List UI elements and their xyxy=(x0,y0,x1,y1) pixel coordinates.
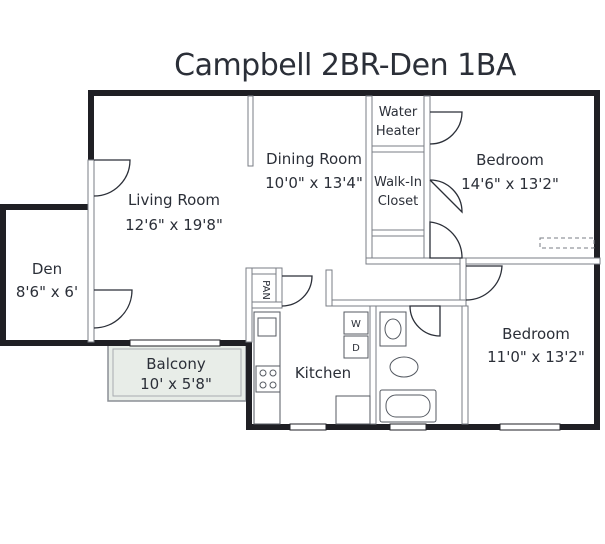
wall-heater-closet xyxy=(371,145,425,153)
closet-line2: Closet xyxy=(378,194,419,209)
wall-living-bottom xyxy=(0,340,252,346)
refrigerator xyxy=(335,395,371,425)
window-bedroom xyxy=(499,423,561,431)
dining-room-size: 10'0" x 13'4" xyxy=(265,174,363,192)
stove-burner xyxy=(269,369,277,377)
wall-top xyxy=(88,90,600,96)
wall-pantry-left xyxy=(245,267,253,343)
fixtures xyxy=(253,311,437,425)
balcony-area xyxy=(107,343,247,402)
door-den xyxy=(93,289,133,329)
balcony-name: Balcony xyxy=(146,355,206,373)
dining-room-name: Dining Room xyxy=(266,150,362,168)
dryer xyxy=(343,335,369,359)
wall-den-left xyxy=(0,204,6,346)
door-water-heater xyxy=(429,111,463,145)
wall-bedrooms xyxy=(365,257,601,265)
bedroom2-size: 11'0" x 13'2" xyxy=(487,348,585,366)
wall-den-living xyxy=(87,159,95,343)
water-heater-line2: Heater xyxy=(376,124,421,139)
stove xyxy=(255,365,281,393)
water-heater-line1: Water xyxy=(379,105,418,120)
balcony-railing xyxy=(112,348,242,397)
living-room-size: 12'6" x 19'8" xyxy=(125,216,223,234)
stove-burner xyxy=(259,381,267,389)
bedroom2-name: Bedroom xyxy=(502,325,570,343)
door-pantry xyxy=(281,275,313,307)
wall-hall-right xyxy=(459,257,467,305)
wall-bath-left xyxy=(369,305,377,425)
wall-hall-left xyxy=(325,269,333,307)
bath-sink xyxy=(384,318,402,340)
wall-living-left xyxy=(88,90,94,206)
room-labels: Living Room 12'6" x 19'8" Dining Room 10… xyxy=(16,105,585,382)
washer-label: W xyxy=(351,319,361,330)
den-name: Den xyxy=(32,260,62,278)
bedroom1-name: Bedroom xyxy=(476,151,544,169)
wall-closets-left xyxy=(365,95,373,261)
kitchen-sink xyxy=(257,317,277,337)
den-size: 8'6" x 6' xyxy=(16,283,78,301)
kitchen-name: Kitchen xyxy=(295,364,351,382)
toilet xyxy=(389,356,419,378)
door-den-living xyxy=(93,159,131,197)
closet-line1: Walk-In xyxy=(374,175,422,190)
living-room-name: Living Room xyxy=(128,191,220,209)
door-bath xyxy=(409,305,441,337)
wall-closet-bottom xyxy=(371,229,425,237)
bathtub-basin xyxy=(385,394,431,418)
wall-bath-top xyxy=(325,299,467,307)
window-bath xyxy=(389,423,427,431)
interior-walls xyxy=(87,95,601,425)
wall-den-top xyxy=(0,204,94,210)
pantry-label: PAN xyxy=(260,280,271,300)
balcony-size: 10' x 5'8" xyxy=(140,375,212,393)
stove-burner xyxy=(269,381,277,389)
door-bedroom1 xyxy=(429,221,463,259)
stove-burner xyxy=(259,369,267,377)
door-bedroom2 xyxy=(465,265,503,301)
plan-title: Campbell 2BR-Den 1BA xyxy=(174,48,517,83)
wall-closets-right xyxy=(423,95,431,261)
wall-bath-right xyxy=(461,305,469,425)
balcony: Balcony 10' x 5'8" xyxy=(107,343,247,402)
bedroom1-size: 14'6" x 13'2" xyxy=(461,175,559,193)
wall-dining-stub xyxy=(247,95,254,167)
dryer-label: D xyxy=(352,343,360,354)
washer xyxy=(343,311,369,335)
door-closet xyxy=(429,179,463,214)
window-living xyxy=(129,339,221,347)
closet-shelf xyxy=(539,237,595,249)
window-kitchen xyxy=(289,423,327,431)
doors xyxy=(93,111,503,337)
wall-kitchen-left xyxy=(246,340,252,430)
